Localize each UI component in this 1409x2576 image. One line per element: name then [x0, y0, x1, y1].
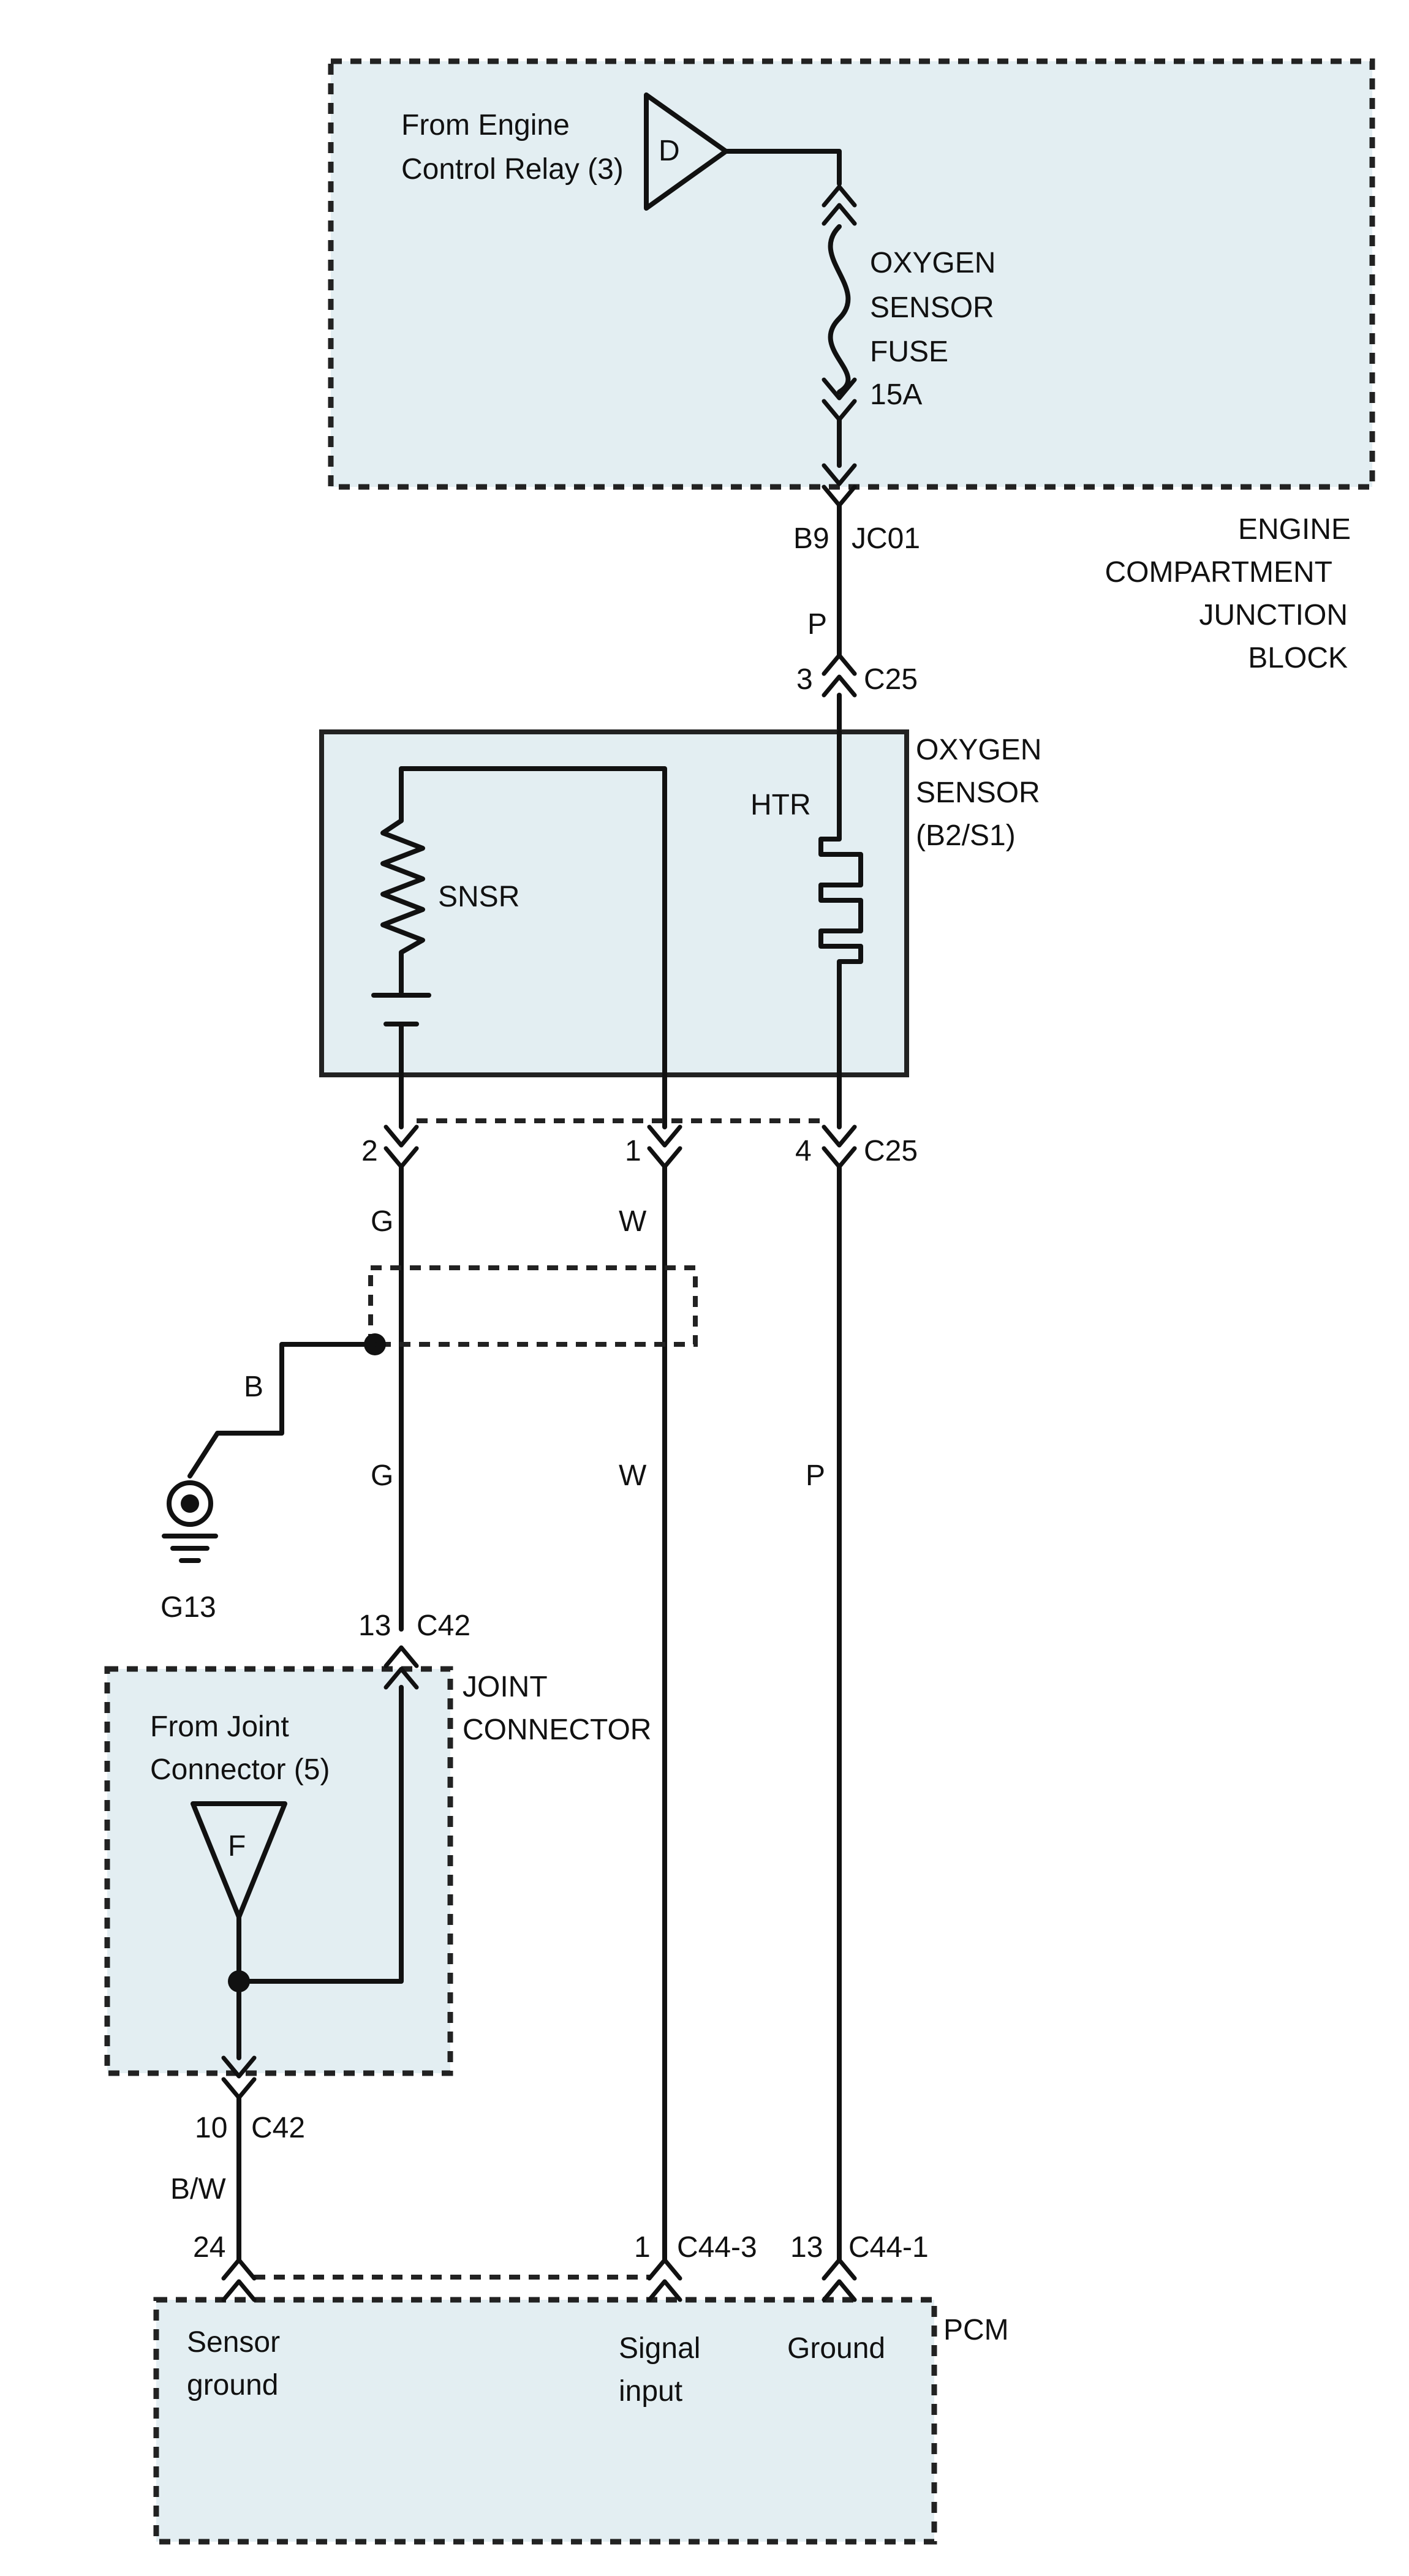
oxygen-sensor-name-line-1: OXYGEN — [916, 734, 1041, 766]
c42-pin13-connector-symbol — [383, 1645, 419, 1690]
wire-g-color-upper: G — [371, 1205, 393, 1238]
junction-block-name-line-4: BLOCK — [1248, 642, 1348, 674]
fuse-label-line-1: OXYGEN — [870, 247, 995, 279]
engine-relay-source-line-2: Control Relay (3) — [401, 153, 624, 186]
fuse-label-line-2: SENSOR — [870, 292, 994, 324]
pcm-ground-connector: C44-1 — [848, 2231, 929, 2264]
c42-top-pin: 13 — [358, 1610, 391, 1642]
pcm-sensor-ground-line-1: Sensor — [187, 2326, 280, 2359]
snsr-label: SNSR — [438, 881, 519, 913]
source-d-triangle — [644, 92, 728, 211]
engine-relay-source-line-1: From Engine — [401, 109, 570, 141]
ground-g13-symbol — [162, 1480, 218, 1563]
fuse-label-line-3: FUSE — [870, 336, 948, 368]
pcm-pin1-connector-symbol — [647, 2258, 682, 2302]
pcm-signal-connector: C44-3 — [677, 2231, 757, 2264]
joint-source-line-1: From Joint — [150, 1711, 289, 1743]
htr-heater-element — [818, 729, 863, 1129]
pcm-name-label: PCM — [943, 2314, 1009, 2346]
pcm-ground-label: Ground — [787, 2332, 885, 2365]
joint-source-line-2: Connector (5) — [150, 1753, 330, 1786]
pcm-signal-input-line-2: input — [619, 2375, 682, 2408]
joint-connector-component: From Joint Connector (5) F — [104, 1645, 453, 2100]
junction-block-outline — [328, 58, 1375, 490]
source-f-letter: F — [228, 1830, 246, 1862]
pcm-signal-input-line-1: Signal — [619, 2332, 700, 2365]
wire-p-color-label: P — [807, 608, 827, 641]
joint-connector-outline — [104, 1666, 453, 2076]
pcm-sensor-ground-pin: 24 — [193, 2231, 225, 2264]
wire-p-color-lower: P — [806, 1459, 825, 1492]
jc01-pin-label: B9 — [793, 522, 829, 555]
wire-b-ground — [187, 1342, 377, 1478]
c25-pin3-connector-symbol — [822, 653, 857, 698]
ground-g13-label: G13 — [161, 1591, 216, 1624]
engine-compartment-junction-block: From Engine Control Relay (3) D OXYGEN S… — [328, 58, 1375, 508]
joint-connector-name-line-2: CONNECTOR — [463, 1714, 651, 1746]
wire-bw-color-label: B/W — [170, 2173, 226, 2205]
c25-pin-1-label: 1 — [625, 1135, 641, 1167]
junction-block-name: ENGINE COMPARTMENT JUNCTION BLOCK — [1105, 513, 1351, 674]
fuse-top-connector — [822, 184, 857, 226]
oxygen-sensor-component: SNSR HTR — [319, 729, 909, 1129]
pcm-ground-pin: 13 — [790, 2231, 823, 2264]
c25-top-connector: C25 — [864, 663, 918, 696]
wire-b-color-label: B — [244, 1371, 263, 1403]
c42-top-connector: C42 — [417, 1610, 470, 1642]
joint-connector-name-line-1: JOINT — [463, 1671, 548, 1703]
c25-pin1-connector-symbol — [647, 1124, 682, 1169]
pcm-signal-pin: 1 — [634, 2231, 651, 2264]
fuse-element — [828, 224, 851, 394]
fuse-label-line-4: 15A — [870, 378, 922, 411]
c25-pin-2-label: 2 — [361, 1135, 378, 1167]
c25-pin2-connector-symbol — [383, 1124, 419, 1169]
wire-g-color-lower: G — [371, 1459, 393, 1492]
source-f-triangle — [191, 1801, 287, 1919]
junction-block-name-line-1: ENGINE — [1238, 513, 1351, 546]
c25-pin4-connector-symbol — [822, 1124, 857, 1169]
joint-internal-wire — [236, 1685, 404, 1984]
wire-w-color-lower: W — [619, 1459, 647, 1492]
c42-bottom-connector: C42 — [251, 2112, 305, 2144]
oxygen-sensor-name-line-3: (B2/S1) — [916, 819, 1016, 852]
c42-bottom-pin: 10 — [195, 2112, 227, 2144]
sensor-signal-internal-wire — [399, 766, 667, 1129]
junction-block-name-line-2: COMPARTMENT — [1105, 556, 1332, 589]
relay-to-fuse-wire — [723, 149, 842, 186]
c25-bottom-connector-label: C25 — [864, 1135, 918, 1167]
pcm-component: Sensor ground Signal input Ground — [153, 2258, 937, 2545]
pcm-pin13-connector-symbol — [822, 2258, 857, 2302]
oxygen-sensor-outline — [319, 729, 909, 1077]
c25-top-pin: 3 — [796, 663, 813, 696]
c25-pin-4-label: 4 — [795, 1135, 812, 1167]
pcm-sensor-ground-line-2: ground — [187, 2369, 278, 2401]
htr-label: HTR — [750, 789, 811, 821]
jc01-connector-label: JC01 — [852, 522, 920, 555]
oxygen-sensor-name-line-2: SENSOR — [916, 777, 1040, 809]
wire-w-color-upper: W — [619, 1205, 647, 1238]
snsr-resistor — [380, 818, 425, 995]
shield-dashed-box — [368, 1265, 698, 1347]
pcm-pin24-connector-symbol — [221, 2258, 257, 2302]
source-d-letter: D — [659, 135, 680, 167]
pcm-outline — [153, 2297, 937, 2545]
junction-block-name-line-3: JUNCTION — [1199, 599, 1348, 631]
